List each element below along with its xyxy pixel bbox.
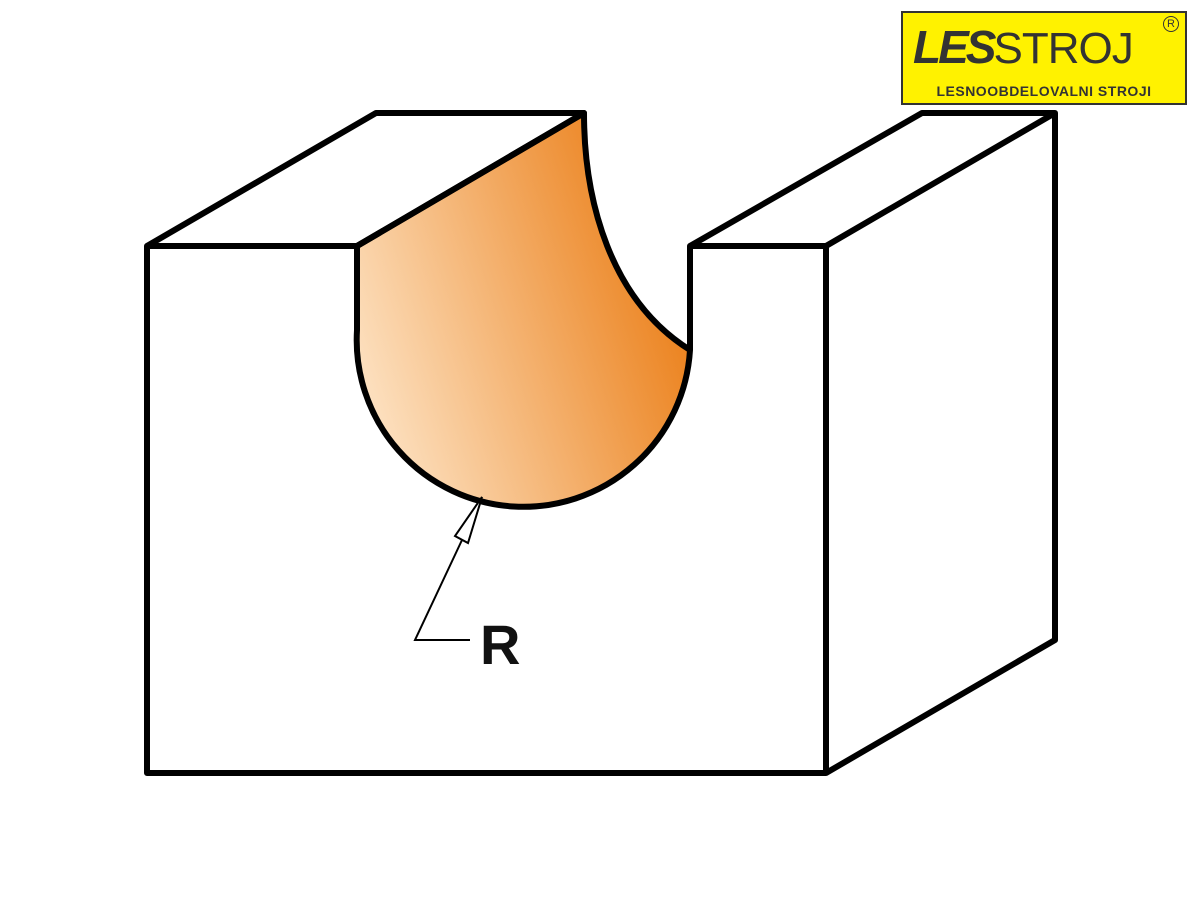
- right-top-face: [688, 110, 1058, 249]
- lestroj-logo: LESSTROJ R LESNOOBDELOVALNI STROJI: [901, 11, 1187, 105]
- groove-profile-face: [353, 110, 693, 510]
- block-front-face: [144, 243, 829, 776]
- radius-label: R: [480, 613, 521, 676]
- left-top-face: [145, 110, 587, 249]
- logo-tagline: LESNOOBDELOVALNI STROJI: [936, 83, 1152, 99]
- right-side-face: [824, 113, 1058, 776]
- radius-arrow: [413, 496, 483, 641]
- logo-brand-bold: LES: [913, 21, 996, 73]
- registered-mark: R: [1163, 16, 1179, 32]
- logo-brand-thin: STROJ: [993, 24, 1133, 73]
